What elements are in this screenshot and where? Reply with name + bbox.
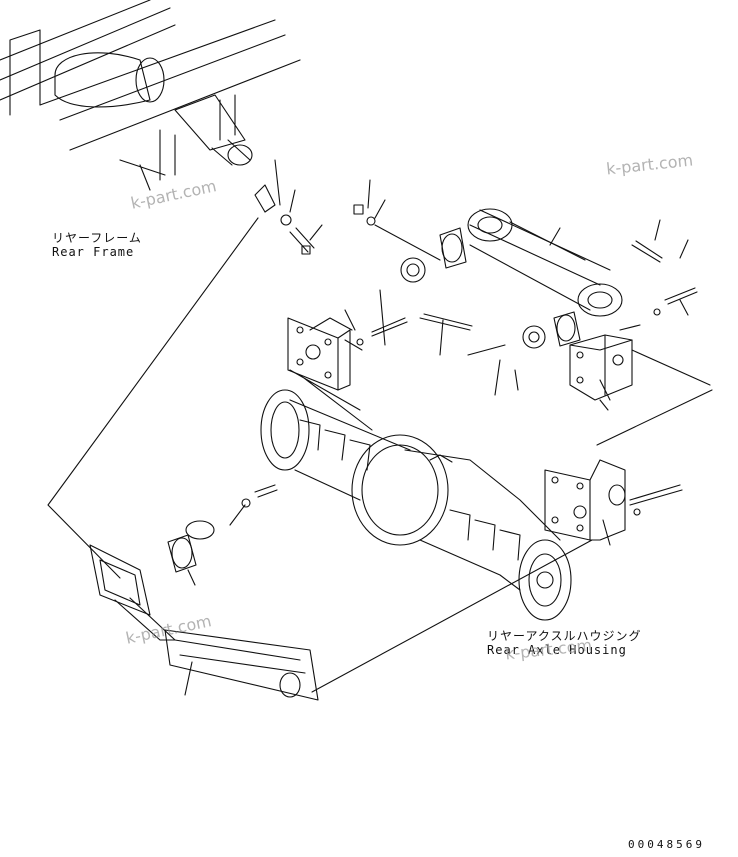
leader-lines bbox=[47, 217, 713, 696]
rear-frame-label-jp: リヤーフレーム bbox=[52, 231, 142, 245]
right-bracket-upper bbox=[569, 240, 698, 411]
center-link bbox=[467, 208, 623, 317]
link-bushings bbox=[353, 179, 581, 349]
left-bracket bbox=[287, 313, 473, 391]
lower-arm bbox=[89, 484, 319, 701]
rear-frame-label-en: Rear Frame bbox=[52, 245, 135, 259]
frame-hardware bbox=[274, 159, 323, 255]
rear-axle-housing-label-jp: リヤーアクスルハウジング bbox=[487, 629, 642, 643]
rear-axle-housing bbox=[260, 389, 572, 621]
rear-axle-housing-label-en: Rear Axle Housing bbox=[487, 643, 627, 657]
right-bracket-lower bbox=[544, 459, 683, 541]
rear-frame bbox=[0, 0, 301, 213]
drawing-number: 00048569 bbox=[628, 838, 705, 851]
